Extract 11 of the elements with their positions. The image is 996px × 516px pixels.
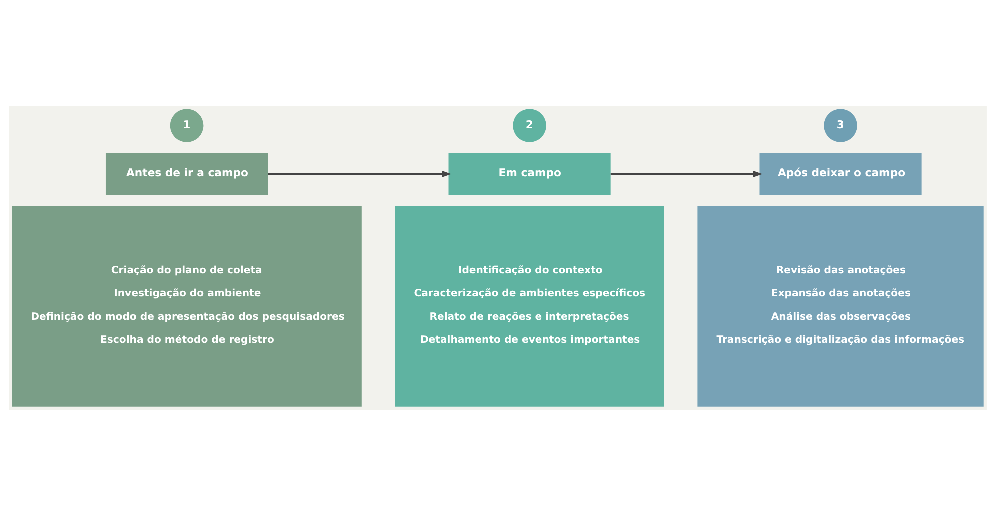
node-circle: 3: [824, 109, 858, 142]
node-circle: 2: [513, 109, 546, 142]
node-box: Em campo: [448, 153, 611, 196]
arrow: [268, 170, 452, 178]
node-box: Após deixar o campo: [760, 153, 922, 196]
node-circle: 1: [170, 109, 204, 142]
arrow: [610, 170, 763, 178]
node-box: Criação do plano de coleta Investigação do ambiente Definição do modo de apresentação dos pesquisadores Escolha do método de registro: [12, 206, 362, 407]
node-box: Antes de ir a campo: [106, 153, 268, 196]
node-box: Identificação do contexto Caracterização de ambientes específicos Relato de reações e interpretações Detalhamento de eventos importantes: [395, 206, 664, 407]
node-box: Revisão das anotações Expansão das anotações Análise das observações Transcrição e digitalização das informações: [698, 206, 984, 407]
